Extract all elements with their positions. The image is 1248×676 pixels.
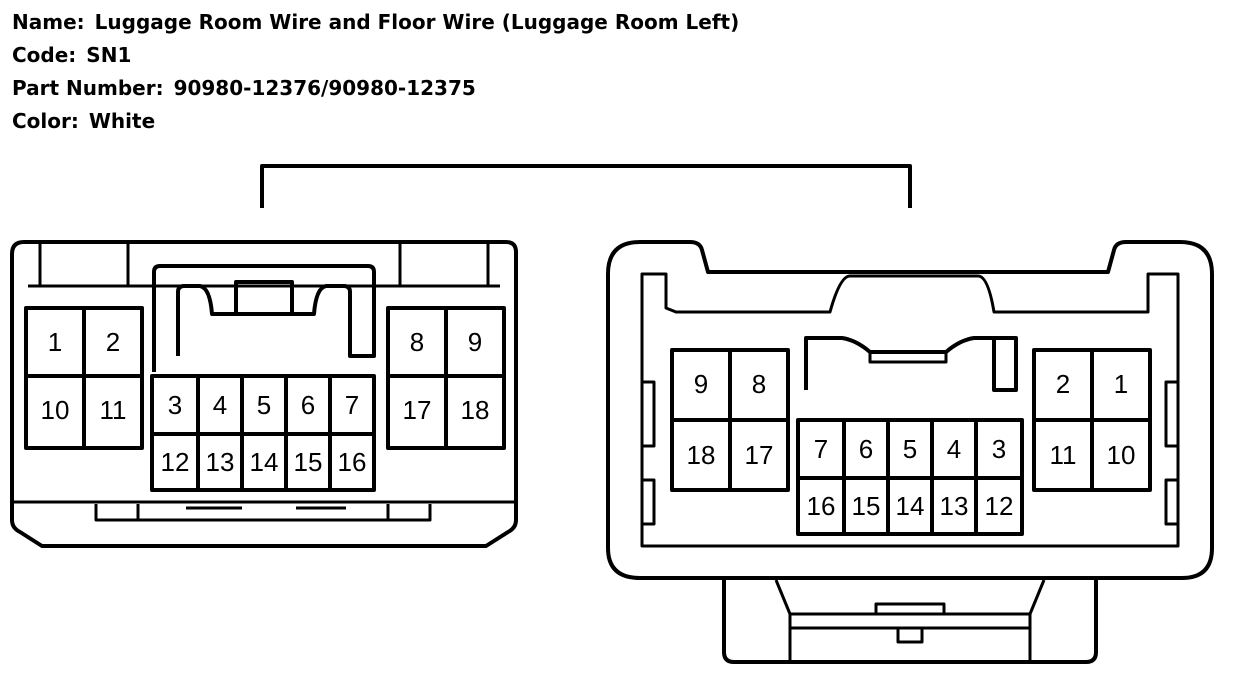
left-pin-1: 1 — [48, 327, 62, 357]
right-pin-1: 1 — [1114, 369, 1128, 399]
part-number-value: 90980-12376/90980-12375 — [173, 76, 476, 100]
left-pin-5: 5 — [257, 390, 271, 420]
left-pin-11: 11 — [100, 395, 127, 425]
right-pin-16: 16 — [807, 491, 836, 521]
left-pin-15: 15 — [294, 447, 323, 477]
code-row: Code: SN1 — [12, 39, 739, 72]
left-pin-13: 13 — [206, 447, 235, 477]
right-connector: 9 8 18 17 7 6 5 4 3 16 15 14 13 12 2 1 1… — [606, 240, 1214, 664]
right-housing-inner-frame — [640, 272, 1180, 548]
pairing-bracket — [260, 164, 912, 208]
left-pin-10: 10 — [41, 395, 70, 425]
left-pin-18: 18 — [461, 395, 490, 425]
left-housing-left-notch — [38, 244, 130, 286]
left-pin-16: 16 — [338, 447, 367, 477]
right-housing-bottom-extension — [722, 580, 1098, 664]
left-pin-4: 4 — [213, 390, 227, 420]
right-pin-13: 13 — [940, 491, 969, 521]
right-housing-outline — [606, 240, 1214, 580]
left-pin-17: 17 — [403, 395, 432, 425]
right-center-key — [804, 336, 1018, 392]
color-value: White — [88, 109, 156, 133]
left-pin-8: 8 — [410, 327, 424, 357]
name-value: Luggage Room Wire and Floor Wire (Luggag… — [94, 10, 740, 34]
right-pin-block-center-dividers — [798, 420, 1022, 534]
color-row: Color: White — [12, 105, 739, 138]
right-pin-10: 10 — [1107, 440, 1136, 470]
left-pin-3: 3 — [168, 390, 182, 420]
code-value: SN1 — [86, 43, 132, 67]
left-pin-block-center-dividers — [152, 376, 374, 490]
left-pin-9: 9 — [468, 327, 482, 357]
name-row: Name: Luggage Room Wire and Floor Wire (L… — [12, 6, 739, 39]
right-pin-8: 8 — [752, 369, 766, 399]
right-pin-3: 3 — [992, 434, 1006, 464]
left-lock-latch — [152, 264, 376, 372]
left-pin-14: 14 — [250, 447, 279, 477]
left-housing-outline — [10, 240, 518, 548]
part-number-row: Part Number: 90980-12376/90980-12375 — [12, 72, 739, 105]
name-label: Name: — [12, 10, 85, 34]
right-pin-7: 7 — [814, 434, 828, 464]
right-pin-5: 5 — [903, 434, 917, 464]
right-pin-11: 11 — [1050, 440, 1077, 470]
code-label: Code: — [12, 43, 77, 67]
left-pin-2: 2 — [106, 327, 120, 357]
right-housing-side-tabs-right — [1164, 380, 1178, 526]
right-pin-9: 9 — [694, 369, 708, 399]
color-label: Color: — [12, 109, 79, 133]
left-lock-tab — [234, 280, 294, 314]
left-pin-6: 6 — [301, 390, 315, 420]
right-pin-15: 15 — [852, 491, 881, 521]
right-pin-2: 2 — [1056, 369, 1070, 399]
left-pin-12: 12 — [161, 447, 190, 477]
right-center-key-tab — [868, 352, 948, 364]
part-number-label: Part Number: — [12, 76, 164, 100]
left-connector: 1 2 10 11 3 4 5 6 7 12 13 14 15 16 8 9 1… — [10, 240, 518, 548]
right-pin-4: 4 — [947, 434, 961, 464]
right-pin-17: 17 — [745, 440, 774, 470]
right-pin-12: 12 — [985, 491, 1014, 521]
right-pin-18: 18 — [687, 440, 716, 470]
left-pin-7: 7 — [345, 390, 359, 420]
connector-info: Name: Luggage Room Wire and Floor Wire (L… — [12, 6, 739, 138]
right-housing-bottom-lock — [874, 602, 946, 644]
right-housing-side-tabs-left — [642, 380, 656, 526]
left-housing-right-notch — [398, 244, 490, 286]
right-pin-14: 14 — [896, 491, 925, 521]
right-housing-bottom-guide — [774, 579, 1046, 662]
left-housing-bottom-tabs — [94, 504, 432, 522]
right-pin-6: 6 — [859, 434, 873, 464]
